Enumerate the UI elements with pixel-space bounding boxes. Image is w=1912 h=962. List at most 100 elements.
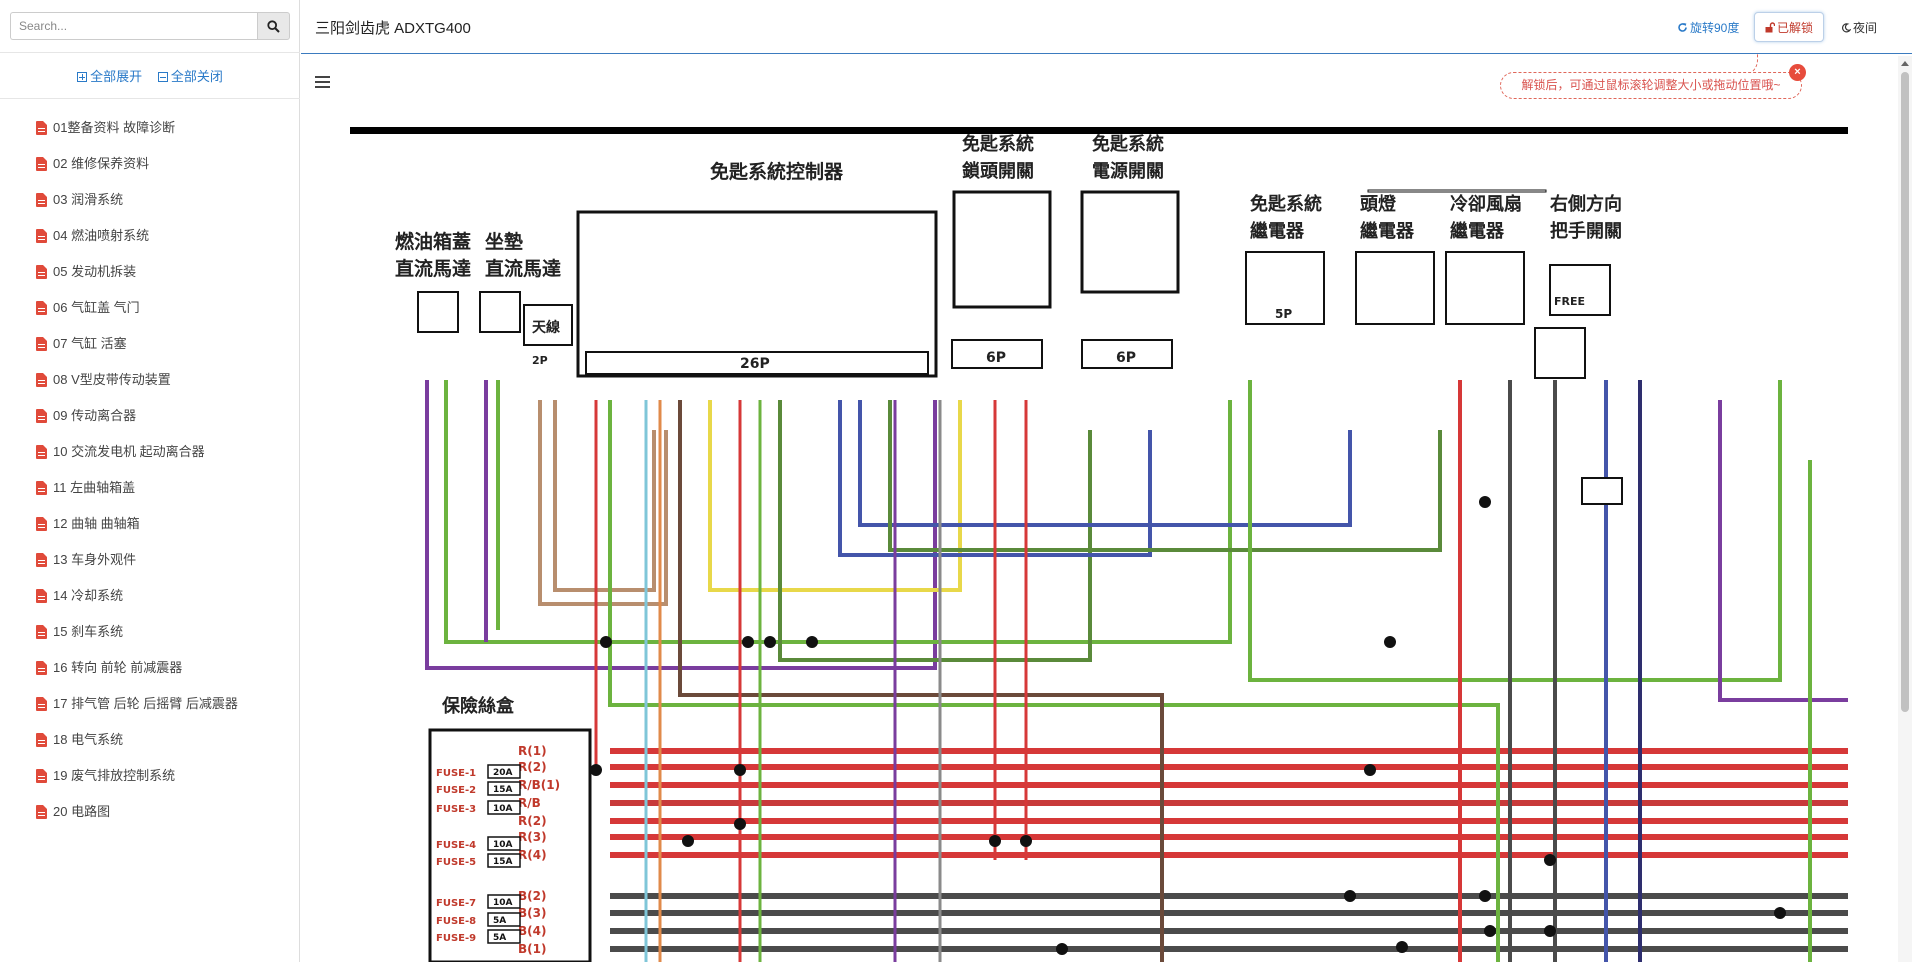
tree-item[interactable]: 10 交流发电机 起动离合器 xyxy=(36,442,238,478)
pdf-file-icon xyxy=(36,805,47,819)
tree-item[interactable]: 02 维修保养资料 xyxy=(36,154,238,190)
tree-item-label: 03 润滑系统 xyxy=(53,192,124,207)
tree-item[interactable]: 11 左曲轴箱盖 xyxy=(36,478,238,514)
wire-label: B(2) xyxy=(518,889,546,903)
moon-icon xyxy=(1842,22,1851,32)
tree-item[interactable]: 20 电路图 xyxy=(36,802,238,838)
search-button[interactable] xyxy=(257,12,290,40)
tree-item-label: 20 电路图 xyxy=(53,804,111,819)
chapter-tree: 01整备资料 故障诊断 02 维修保养资料 03 润滑系统 04 燃油喷射系统 05 发… xyxy=(36,118,238,838)
label-controller: 免匙系統控制器 xyxy=(710,160,844,183)
night-label: 夜间 xyxy=(1853,21,1878,35)
fuse-name: FUSE-4 xyxy=(436,840,476,851)
tree-item[interactable]: 13 车身外观件 xyxy=(36,550,238,586)
tree-item[interactable]: 05 发动机拆装 xyxy=(36,262,238,298)
sidebar: 全部展开 全部关闭 01整备资料 故障诊断 02 维修保养资料 03 润滑系统 04 … xyxy=(0,0,300,962)
tree-item[interactable]: 14 冷却系统 xyxy=(36,586,238,622)
lock-toggle-button[interactable]: 已解锁 xyxy=(1754,12,1825,42)
wire-label: R(4) xyxy=(518,848,547,862)
tree-item[interactable]: 07 气缸 活塞 xyxy=(36,334,238,370)
tree-item[interactable]: 04 燃油喷射系统 xyxy=(36,226,238,262)
tree-item-label: 02 维修保养资料 xyxy=(53,156,150,171)
fuse-amp: 5A xyxy=(493,933,506,943)
fuse-body xyxy=(487,912,521,927)
wiring-diagram[interactable]: 免匙系統控制器 燃油箱蓋 直流馬達 坐墊 直流馬達 天線 免匙系統 鎖頭開關 免… xyxy=(350,100,1848,962)
tree-item[interactable]: 16 转向 前轮 前减震器 xyxy=(36,658,238,694)
pdf-file-icon xyxy=(36,697,47,711)
plus-square-icon xyxy=(77,72,88,82)
fuse-name: FUSE-1 xyxy=(436,768,476,779)
label-fuse-box: 保險絲盒 xyxy=(441,695,515,717)
tree-item[interactable]: 03 润滑系统 xyxy=(36,190,238,226)
wire-label: B(3) xyxy=(518,906,546,920)
fuse-amp: 20A xyxy=(493,768,513,778)
pdf-file-icon xyxy=(36,157,47,171)
tree-item[interactable]: 08 V型皮带传动装置 xyxy=(36,370,238,406)
fuse-name: FUSE-2 xyxy=(436,785,476,796)
scroll-thumb[interactable] xyxy=(1901,72,1909,712)
outline-toggle-button[interactable] xyxy=(315,76,330,89)
tree-item-label: 06 气缸盖 气门 xyxy=(53,300,140,315)
rotate-label: 旋转90度 xyxy=(1690,21,1740,35)
tree-item-label: 16 转向 前轮 前减震器 xyxy=(53,660,183,675)
tree-item-label: 17 排气管 后轮 后摇臂 后减震器 xyxy=(53,696,238,711)
wire-label: R(2) xyxy=(518,814,547,828)
tree-item[interactable]: 06 气缸盖 气门 xyxy=(36,298,238,334)
tree-item-label: 18 电气系统 xyxy=(53,732,124,747)
tree-item[interactable]: 01整备资料 故障诊断 xyxy=(36,118,238,154)
bus-wires xyxy=(610,748,1848,952)
close-tip-button[interactable]: × xyxy=(1789,64,1806,81)
tree-item-label: 08 V型皮带传动装置 xyxy=(53,372,171,387)
header-bar: 三阳剑齿虎 ADXTG400 旋转90度 已解锁 夜间 xyxy=(301,0,1912,54)
pdf-file-icon xyxy=(36,373,47,387)
tree-item[interactable]: 17 排气管 后轮 后摇臂 后减震器 xyxy=(36,694,238,730)
label-free: FREE xyxy=(1554,295,1585,308)
unlock-tip: 解锁后，可通过鼠标滚轮调整大小或拖动位置哦~ xyxy=(1500,72,1802,99)
fuse-body xyxy=(487,929,521,944)
fuse-amp: 10A xyxy=(493,898,513,908)
wire-labels: R(1)R(2)R/B(1)R/BR(2)R(3)R(4)B(2)B(3)B(4… xyxy=(518,744,560,956)
drop-wires xyxy=(594,400,1028,962)
tree-item[interactable]: 09 传动离合器 xyxy=(36,406,238,442)
fuse-body xyxy=(487,894,521,909)
tree-item[interactable]: 12 曲轴 曲轴箱 xyxy=(36,514,238,550)
night-mode-button[interactable]: 夜间 xyxy=(1841,19,1877,36)
scroll-up-arrow-icon[interactable] xyxy=(1901,61,1909,66)
label-relay-keyless-1: 免匙系統 xyxy=(1250,193,1322,215)
fuse-body xyxy=(487,853,521,868)
pdf-file-icon xyxy=(36,661,47,675)
fuse: FUSE-1 20A xyxy=(436,764,521,779)
expand-all-button[interactable]: 全部展开 xyxy=(77,69,142,84)
label-fuel-lid-2: 直流馬達 xyxy=(395,257,471,280)
pdf-file-icon xyxy=(36,481,47,495)
collapse-all-button[interactable]: 全部关闭 xyxy=(157,69,223,84)
label-power-switch-2: 電源開關 xyxy=(1092,160,1164,182)
pdf-file-icon xyxy=(36,445,47,459)
page-title: 三阳剑齿虎 ADXTG400 xyxy=(315,20,471,37)
rotate-button[interactable]: 旋转90度 xyxy=(1677,19,1739,36)
tree-item[interactable]: 18 电气系统 xyxy=(36,730,238,766)
tree-item-label: 01整备资料 故障诊断 xyxy=(53,120,176,135)
pdf-file-icon xyxy=(36,517,47,531)
fuse-amp: 10A xyxy=(493,804,513,814)
pdf-file-icon xyxy=(36,625,47,639)
search-input[interactable] xyxy=(10,12,257,40)
vertical-scrollbar[interactable] xyxy=(1898,56,1912,962)
tree-item[interactable]: 15 刹车系统 xyxy=(36,622,238,658)
tree-item-label: 12 曲轴 曲轴箱 xyxy=(53,516,140,531)
pdf-file-icon xyxy=(36,337,47,351)
pdf-file-icon xyxy=(36,769,47,783)
expand-all-label: 全部展开 xyxy=(90,69,143,84)
wiring-diagram-viewer[interactable]: 免匙系統控制器 燃油箱蓋 直流馬達 坐墊 直流馬達 天線 免匙系統 鎖頭開關 免… xyxy=(350,100,1848,962)
tree-item[interactable]: 19 废气排放控制系统 xyxy=(36,766,238,802)
rotate-icon xyxy=(1678,23,1687,32)
pdf-file-icon xyxy=(36,265,47,279)
label-2p: 2P xyxy=(532,354,548,367)
tree-item-label: 04 燃油喷射系统 xyxy=(53,228,150,243)
label-antenna: 天線 xyxy=(532,319,560,336)
